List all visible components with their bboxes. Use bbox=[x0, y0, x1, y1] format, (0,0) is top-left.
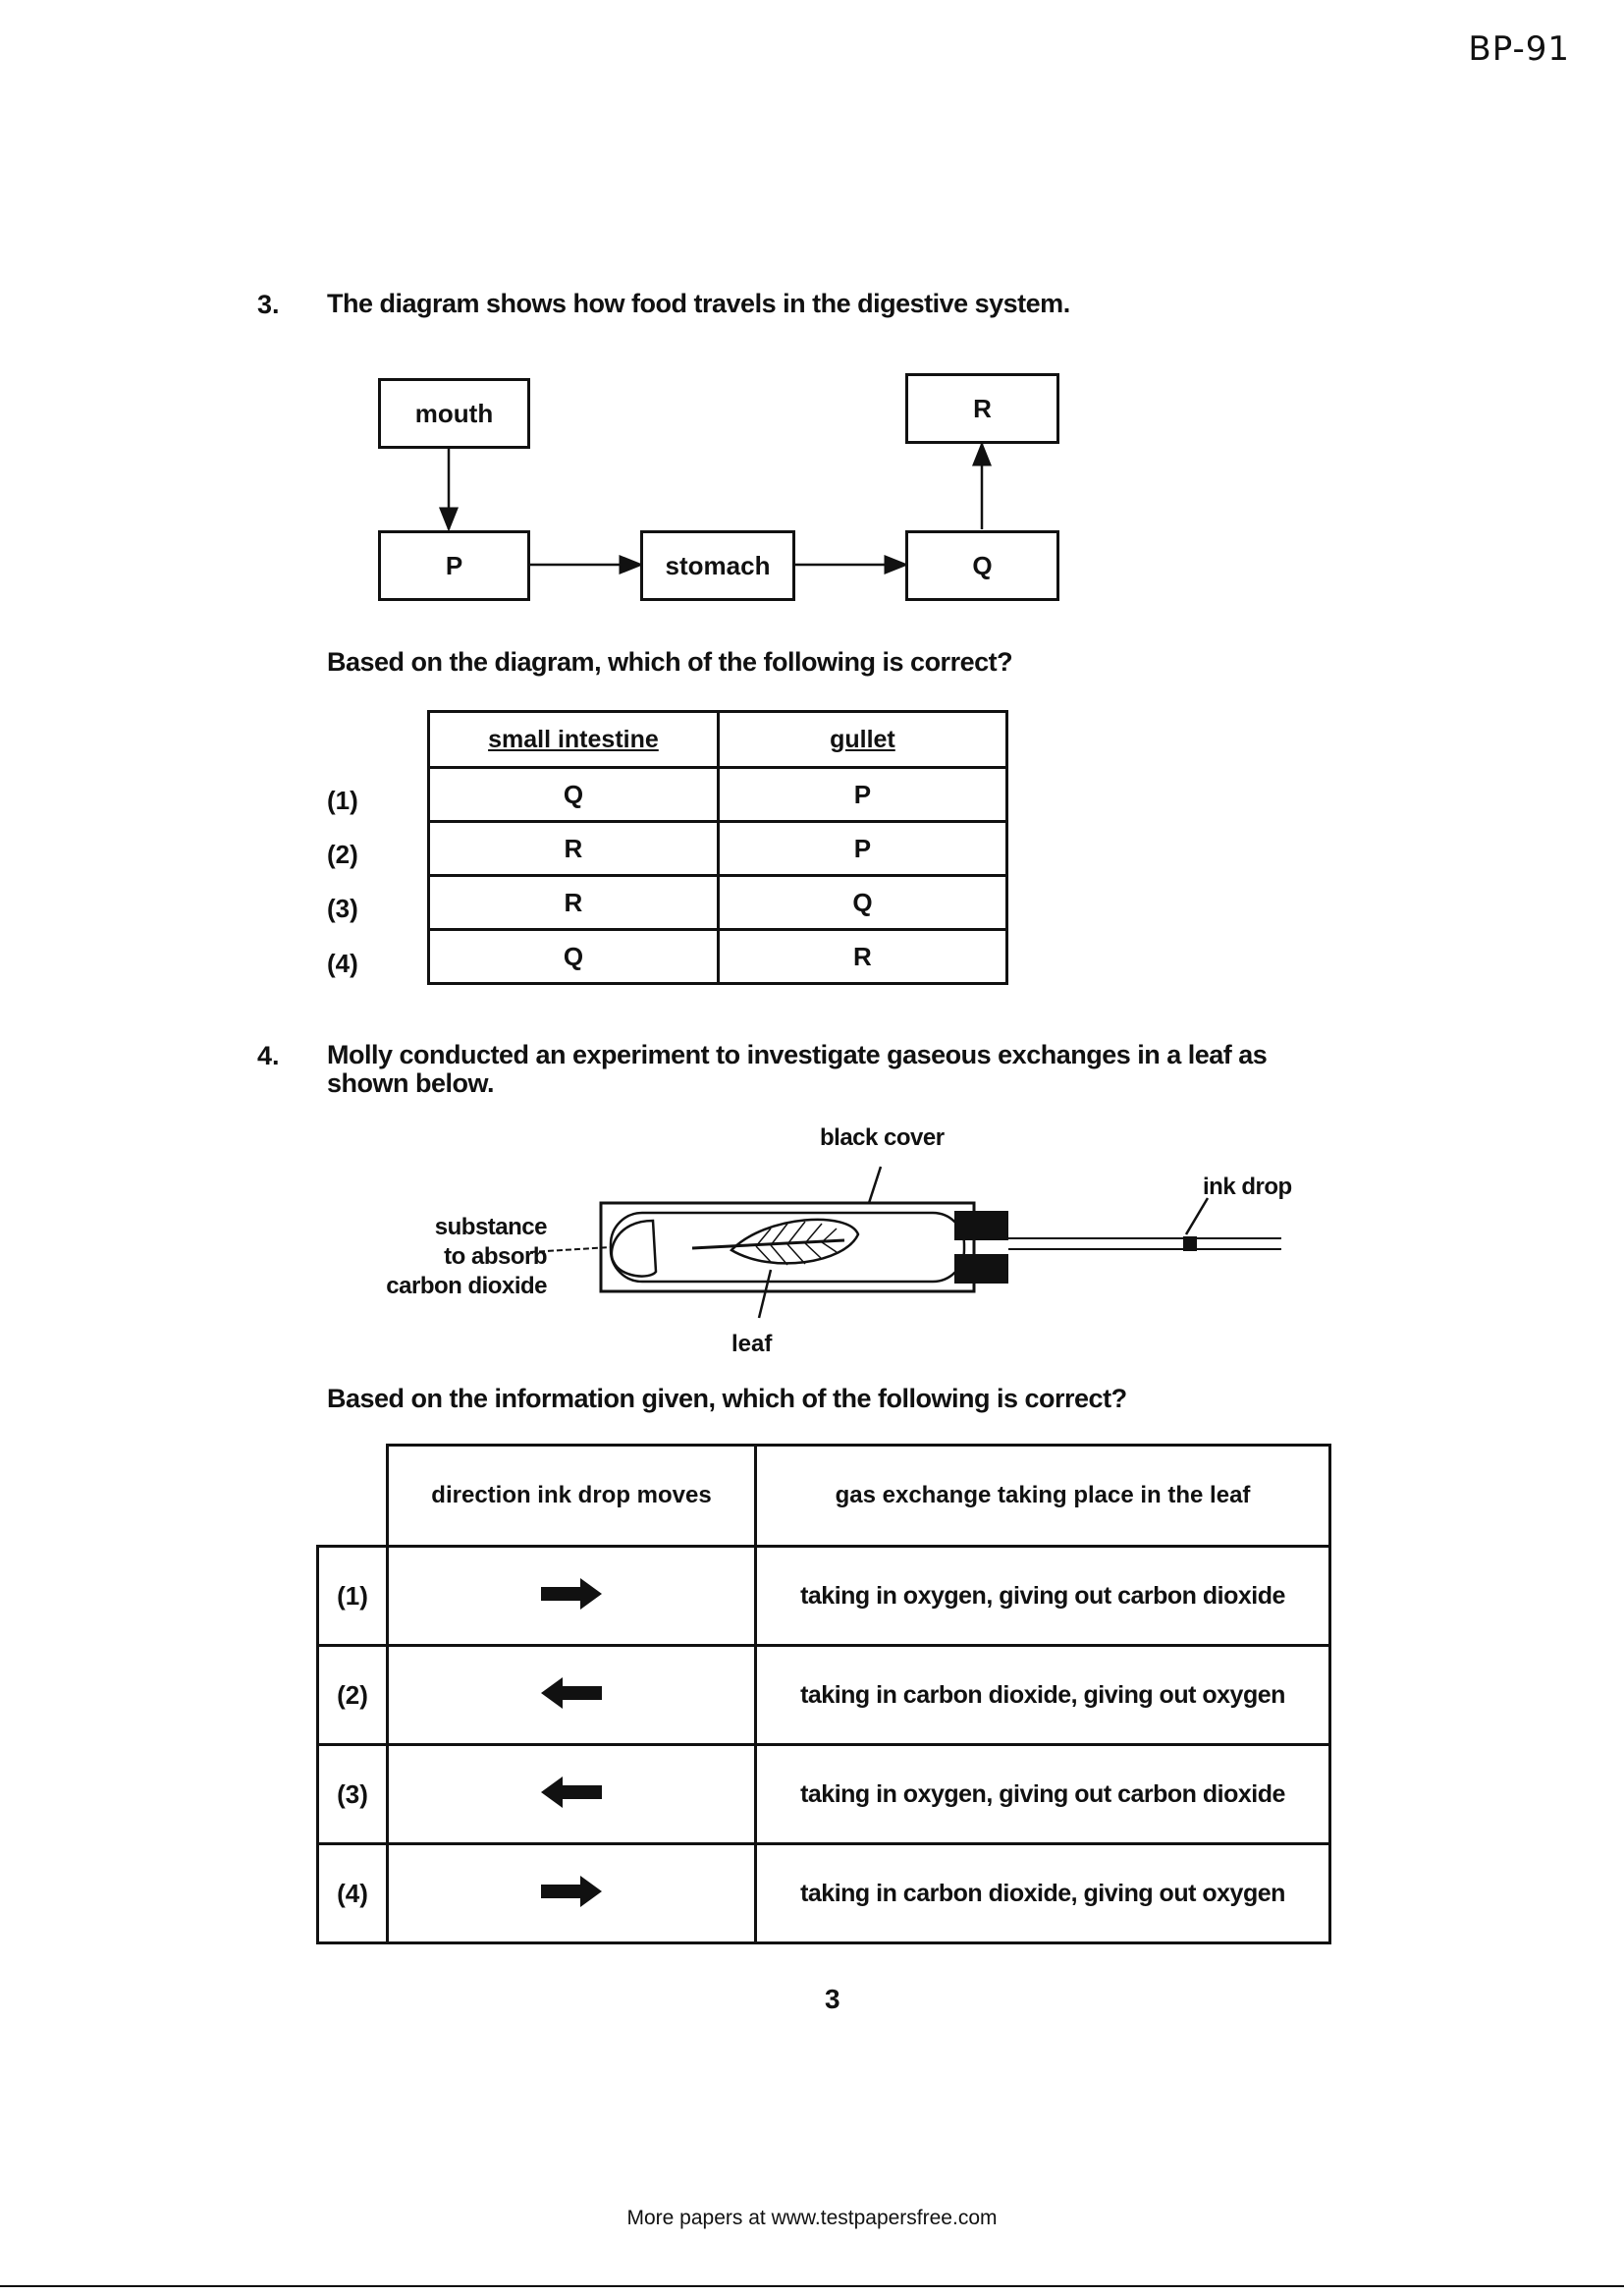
arrow-left-icon bbox=[541, 1776, 602, 1808]
leaf-label: leaf bbox=[731, 1331, 773, 1357]
table-row: (4) taking in carbon dioxide, giving out… bbox=[316, 1842, 1331, 1944]
table-row: (1) taking in oxygen, giving out carbon … bbox=[316, 1545, 1331, 1647]
page-code: BP-91 bbox=[1468, 29, 1570, 69]
column-header: gas exchange taking place in the leaf bbox=[754, 1444, 1331, 1548]
box-p: P bbox=[378, 530, 530, 601]
ink-drop-label: ink drop bbox=[1203, 1174, 1292, 1200]
table-cell: Q bbox=[427, 766, 720, 823]
column-header: direction ink drop moves bbox=[386, 1444, 757, 1548]
q4-number: 4. bbox=[257, 1041, 280, 1070]
option-number: (2) bbox=[316, 1644, 389, 1746]
exchange-cell: taking in carbon dioxide, giving out oxy… bbox=[754, 1644, 1331, 1746]
table-header-row: small intestine gullet bbox=[427, 710, 1009, 769]
box-q: Q bbox=[905, 530, 1059, 601]
arrow-right-icon bbox=[541, 1875, 602, 1907]
exchange-cell: taking in oxygen, giving out carbon diox… bbox=[754, 1545, 1331, 1647]
table-row: (3) taking in oxygen, giving out carbon … bbox=[316, 1743, 1331, 1845]
box-stomach: stomach bbox=[640, 530, 795, 601]
substance-label: substance to absorb carbon dioxide bbox=[353, 1213, 547, 1301]
apparatus-drawing bbox=[529, 1166, 1281, 1319]
exchange-cell: taking in oxygen, giving out carbon diox… bbox=[754, 1743, 1331, 1845]
q3-option-label: (1) bbox=[327, 786, 358, 815]
q4-question: Based on the information given, which of… bbox=[327, 1384, 1127, 1413]
bottom-rule bbox=[0, 2285, 1624, 2287]
table-cell: P bbox=[716, 766, 1009, 823]
exchange-cell: taking in carbon dioxide, giving out oxy… bbox=[754, 1842, 1331, 1944]
q3-question: Based on the diagram, which of the follo… bbox=[327, 647, 1013, 677]
page-number: 3 bbox=[825, 1984, 840, 2014]
table-row: R Q bbox=[427, 874, 1009, 931]
table-row: Q R bbox=[427, 928, 1009, 985]
ink-drop-mark bbox=[1183, 1236, 1197, 1251]
q4-text-line1: Molly conducted an experiment to investi… bbox=[327, 1040, 1268, 1069]
table-row: R P bbox=[427, 820, 1009, 877]
option-number: (1) bbox=[316, 1545, 389, 1647]
arrow-left-icon bbox=[541, 1676, 602, 1709]
leaf-drawing bbox=[691, 1218, 860, 1266]
substance-blob bbox=[610, 1219, 658, 1278]
stopper-top bbox=[954, 1211, 1008, 1240]
table-cell: R bbox=[427, 820, 720, 877]
blank-corner bbox=[317, 1445, 389, 1548]
black-cover-label: black cover bbox=[820, 1124, 945, 1151]
q3-number: 3. bbox=[257, 290, 280, 319]
black-cover-pointer bbox=[867, 1166, 883, 1204]
column-header: small intestine bbox=[427, 710, 720, 769]
digestive-flow-diagram: mouth P stomach Q R bbox=[373, 368, 1060, 604]
flow-arrows bbox=[439, 441, 992, 574]
direction-cell bbox=[386, 1743, 757, 1845]
q3-option-label: (4) bbox=[327, 949, 358, 978]
table-cell: P bbox=[716, 820, 1009, 877]
table-cell: R bbox=[716, 928, 1009, 985]
table-cell: R bbox=[427, 874, 720, 931]
direction-cell bbox=[386, 1644, 757, 1746]
table-cell: Q bbox=[427, 928, 720, 985]
q3-option-label: (2) bbox=[327, 840, 358, 869]
column-header: gullet bbox=[716, 710, 1009, 769]
q4-text-line2: shown below. bbox=[327, 1068, 495, 1098]
box-mouth: mouth bbox=[378, 378, 530, 449]
leaf-pointer bbox=[757, 1269, 773, 1319]
substance-label-line: carbon dioxide bbox=[386, 1273, 547, 1299]
arrow-right-icon bbox=[541, 1577, 602, 1610]
q3-option-label: (3) bbox=[327, 894, 358, 923]
footer-note: More papers at www.testpapersfree.com bbox=[626, 2207, 998, 2229]
q4-answer-table: direction ink drop moves gas exchange ta… bbox=[316, 1444, 1331, 1944]
substance-label-line: substance bbox=[434, 1214, 548, 1240]
substance-pointer bbox=[529, 1246, 612, 1253]
substance-label-line: to absorb bbox=[444, 1243, 547, 1270]
direction-cell bbox=[386, 1842, 757, 1944]
table-row: (2) taking in carbon dioxide, giving out… bbox=[316, 1644, 1331, 1746]
option-number: (4) bbox=[316, 1842, 389, 1944]
ink-drop-pointer bbox=[1184, 1197, 1210, 1235]
direction-cell bbox=[386, 1545, 757, 1647]
table-cell: Q bbox=[716, 874, 1009, 931]
q3-text: The diagram shows how food travels in th… bbox=[327, 289, 1070, 318]
stopper-bottom bbox=[954, 1254, 1008, 1284]
table-row: Q P bbox=[427, 766, 1009, 823]
option-number: (3) bbox=[316, 1743, 389, 1845]
leaf-experiment-diagram: black cover ink drop substance to absorb… bbox=[353, 1124, 1335, 1370]
q3-answer-table: small intestine gullet Q P R P R Q Q R bbox=[427, 710, 1009, 985]
box-r: R bbox=[905, 373, 1059, 444]
table-header-row: direction ink drop moves gas exchange ta… bbox=[317, 1444, 1331, 1548]
